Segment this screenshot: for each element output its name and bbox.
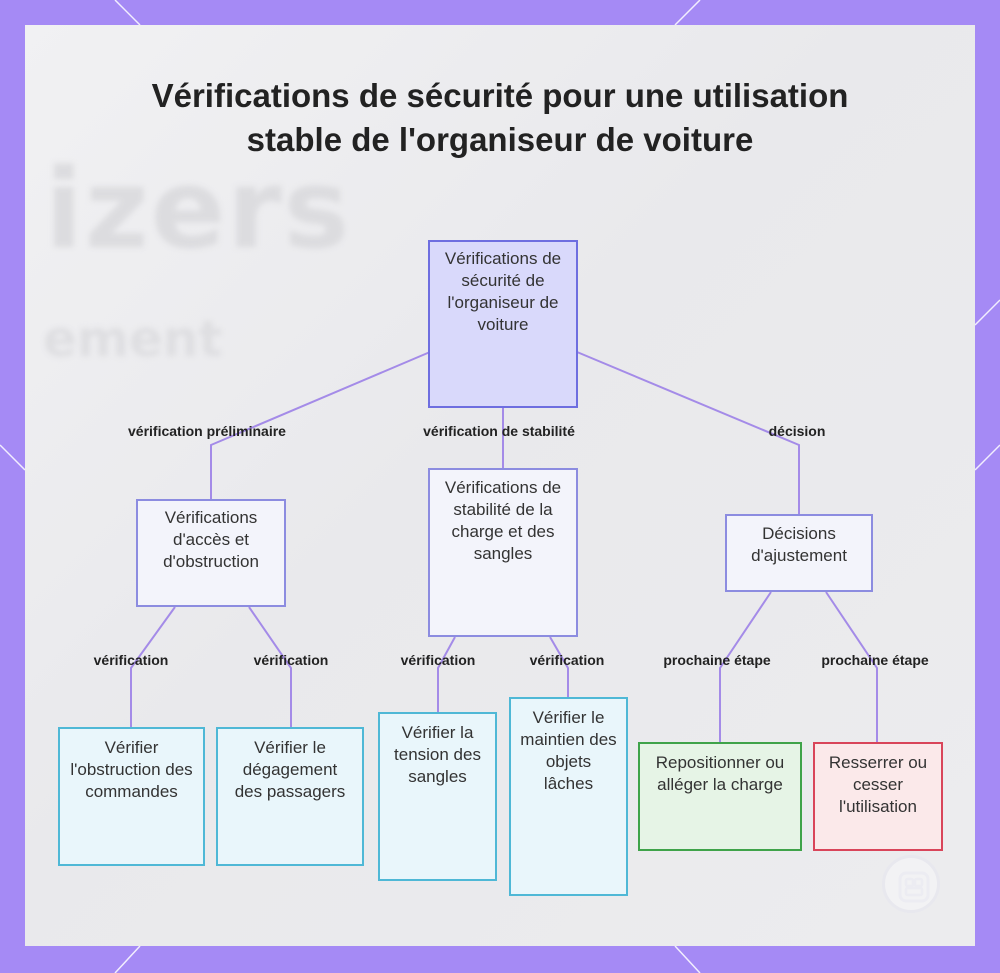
node-leaf-loose: Vérifier le maintien des objets lâches [509,697,628,896]
node-leaf-loose-label: Vérifier le maintien des objets lâches [520,708,617,793]
edge-label-decision: décision [768,423,826,439]
edge-access-controls [130,606,176,728]
node-leaf-passengers-label: Vérifier le dégagement des passagers [234,738,346,801]
edge-stability-loose [549,636,569,698]
edge-label-check-4: vérification [529,652,605,668]
edge-label-preliminary: vérification préliminaire [128,423,286,439]
brand-logo [882,855,940,913]
edge-label-next-1: prochaine étape [663,652,771,668]
node-leaf-tension-label: Vérifier la tension des sangles [394,723,481,786]
node-adjust: Décisions d'ajustement [725,514,873,592]
node-access: Vérifications d'accès et d'obstruction [136,499,286,607]
node-leaf-passengers: Vérifier le dégagement des passagers [216,727,364,866]
background-watermark-small: ement [43,310,223,368]
edge-access-passengers [248,606,292,728]
edge-root-access [210,351,431,500]
node-root-label: Vérifications de sécurité de l'organiseu… [444,249,562,334]
organizer-grid-icon [898,871,930,903]
node-leaf-tension: Vérifier la tension des sangles [378,712,497,881]
edge-root-adjust [576,351,800,515]
node-access-label: Vérifications d'accès et d'obstruction [163,508,259,571]
node-adjust-label: Décisions d'ajustement [751,524,847,565]
node-leaf-controls-label: Vérifier l'obstruction des commandes [70,738,193,801]
edge-label-check-3: vérification [400,652,476,668]
edge-adjust-tighten [825,591,878,743]
edge-label-check-1: vérification [93,652,169,668]
node-leaf-tighten-label: Resserrer ou cesser l'utilisation [828,753,928,816]
page-title: Vérifications de sécurité pour une utili… [151,77,849,158]
edge-label-stability: vérification de stabilité [423,423,575,439]
edge-label-next-2: prochaine étape [821,652,929,668]
edge-adjust-reposition [719,591,772,743]
edge-label-check-2: vérification [253,652,329,668]
node-stability: Vérifications de stabilité de la charge … [428,468,578,637]
node-stability-label: Vérifications de stabilité de la charge … [444,478,562,563]
edge-stability-tension [437,636,456,713]
node-leaf-tighten: Resserrer ou cesser l'utilisation [813,742,943,851]
node-leaf-reposition: Repositionner ou alléger la charge [638,742,802,851]
node-leaf-controls: Vérifier l'obstruction des commandes [58,727,205,866]
node-leaf-reposition-label: Repositionner ou alléger la charge [655,753,785,794]
node-root: Vérifications de sécurité de l'organiseu… [428,240,578,408]
background-watermark: izers [45,145,352,273]
